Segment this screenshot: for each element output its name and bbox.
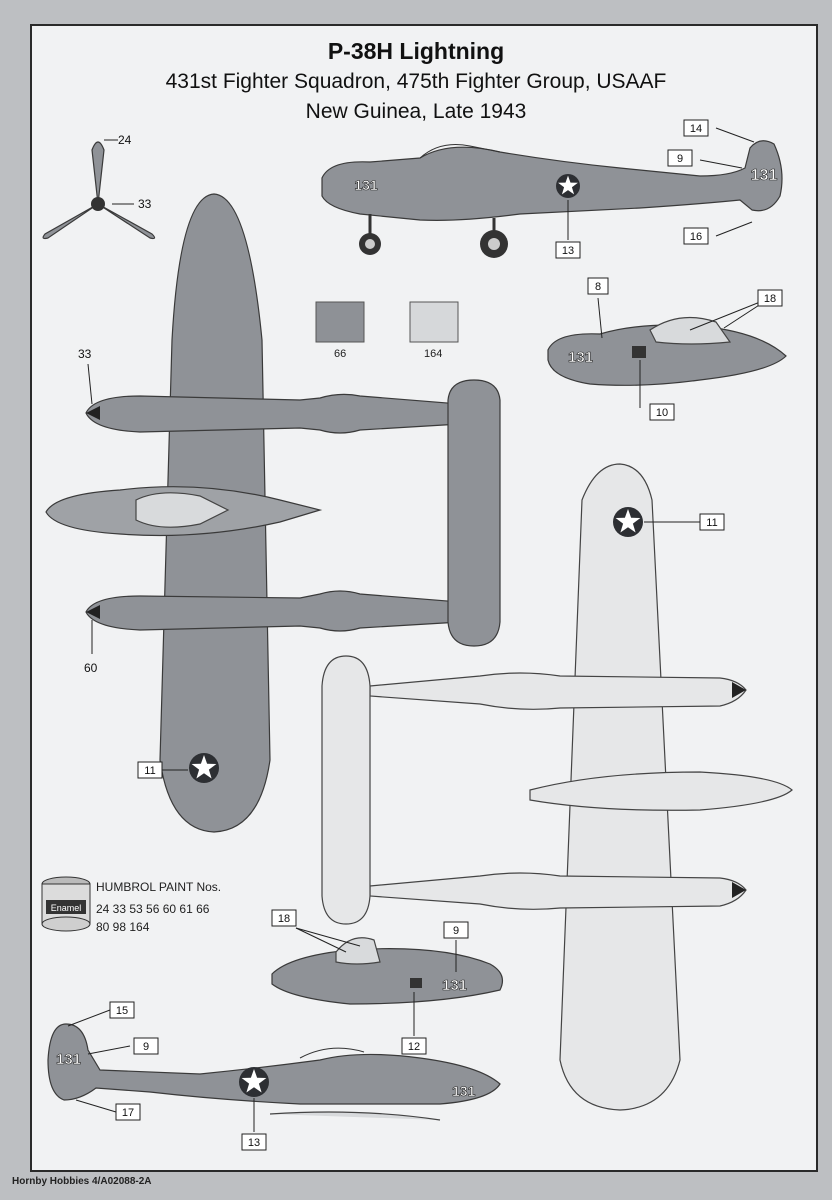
svg-text:18: 18 <box>278 913 290 925</box>
aircraft-number-left-nose: 131 <box>452 1083 476 1099</box>
svg-text:11: 11 <box>706 517 717 529</box>
callout-9: 9 <box>667 149 693 167</box>
location-subtitle: New Guinea, Late 1943 <box>305 100 527 123</box>
footer-code: Hornby Hobbies 4/A02088-2A <box>12 1176 152 1187</box>
callout-9-left: 9 <box>133 1037 159 1055</box>
top-view-aircraft <box>45 193 501 833</box>
svg-text:9: 9 <box>677 153 683 165</box>
paint-swatch-164 <box>409 301 459 343</box>
svg-text:16: 16 <box>690 231 702 243</box>
callout-11-top: 11 <box>137 761 163 779</box>
callout-13: 13 <box>555 241 581 259</box>
callout-17: 17 <box>115 1103 141 1121</box>
unit-subtitle: 431st Fighter Squadron, 475th Fighter Gr… <box>165 70 667 93</box>
paint-swatch-66 <box>315 301 365 343</box>
ref-24: 24 <box>118 133 132 147</box>
side-view-aircraft: 131 131 <box>321 127 783 258</box>
ref-33-nose: 33 <box>78 347 92 361</box>
svg-text:8: 8 <box>595 281 601 293</box>
aircraft-number-tail: 131 <box>751 167 778 184</box>
callout-9-lower: 9 <box>443 921 469 939</box>
svg-text:11: 11 <box>144 765 155 777</box>
lower-nose-detail: 131 <box>271 927 503 1036</box>
svg-text:13: 13 <box>562 245 574 257</box>
svg-text:14: 14 <box>690 123 702 135</box>
callout-12: 12 <box>401 1037 427 1055</box>
callout-13-left: 13 <box>241 1133 267 1151</box>
svg-text:13: 13 <box>248 1137 260 1149</box>
svg-text:9: 9 <box>143 1041 149 1053</box>
svg-text:12: 12 <box>408 1041 420 1053</box>
ref-33: 33 <box>138 197 152 211</box>
left-side-view-aircraft: 131 131 <box>47 1009 501 1132</box>
callout-14: 14 <box>683 119 709 137</box>
svg-text:9: 9 <box>453 925 459 937</box>
nose-detail-view: 131 <box>547 297 787 408</box>
svg-text:10: 10 <box>656 407 668 419</box>
aircraft-number-left-tail: 131 <box>56 1051 81 1068</box>
ref-60: 60 <box>84 661 98 675</box>
callout-11: 11 <box>699 513 725 531</box>
underside-view-aircraft <box>321 463 793 1111</box>
page-title: P-38H Lightning <box>327 38 505 64</box>
callout-16: 16 <box>683 227 709 245</box>
callout-18-lower: 18 <box>271 909 297 927</box>
paint-legend-title: HUMBROL PAINT Nos. <box>96 880 222 894</box>
propeller-drawing <box>42 139 156 240</box>
callout-18: 18 <box>757 289 783 307</box>
callout-15: 15 <box>109 1001 135 1019</box>
svg-text:17: 17 <box>122 1107 134 1119</box>
aircraft-number-nose-detail: 131 <box>568 349 593 366</box>
svg-text:18: 18 <box>764 293 776 305</box>
aircraft-number-nose: 131 <box>354 177 378 193</box>
paint-legend-numbers: 24 33 53 56 60 61 66 80 98 164 <box>96 902 210 934</box>
paint-tin-icon: Enamel <box>41 876 91 932</box>
swatch-label-66: 66 <box>334 348 347 360</box>
aircraft-number-lower: 131 <box>442 977 467 994</box>
tin-label: Enamel <box>51 903 82 913</box>
swatch-label-164: 164 <box>424 348 443 360</box>
callout-10: 10 <box>649 403 675 421</box>
svg-text:15: 15 <box>116 1005 128 1017</box>
callout-8: 8 <box>587 277 609 295</box>
